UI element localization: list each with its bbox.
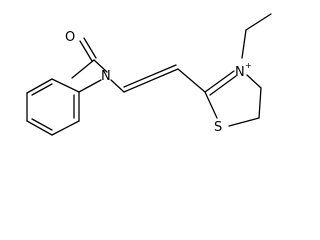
atom-sulfur: S <box>214 120 222 135</box>
atom-positive-charge: + <box>245 61 252 70</box>
bond-c5-c4 <box>258 87 262 119</box>
atom-nitrogen-amide: N <box>101 69 111 84</box>
atom-oxygen: O <box>65 30 75 45</box>
molecule-drawing: O N N + S <box>26 13 272 136</box>
bond-c4-n3 <box>246 74 262 89</box>
bond-n-vinyl <box>110 79 125 93</box>
bond-vinyl-c2 <box>177 68 206 93</box>
structure-canvas: O N N + S <box>26 13 272 136</box>
bond-vinyl-double-1 <box>123 68 179 93</box>
bond-carbonyl-c-o-1 <box>79 40 93 62</box>
bond-s-c5 <box>228 117 260 127</box>
bond-ring-4 <box>26 120 53 136</box>
bond-vinyl-double-2 <box>123 64 177 88</box>
bond-ring-1 <box>51 78 80 93</box>
bond-ring-2 <box>26 78 53 94</box>
bond-c2-s <box>204 91 218 119</box>
bond-c2-n3-double-2 <box>209 75 237 96</box>
bond-carbonyl-c-methyl <box>71 59 95 79</box>
bond-n-ethyl-1 <box>241 29 247 59</box>
bond-carbonyl-c-n <box>93 59 108 73</box>
bond-c2-n3-double-1 <box>204 70 235 93</box>
bond-ring-inner-2 <box>31 118 53 131</box>
atom-nitrogen-ring: N <box>235 65 245 80</box>
bond-ethyl-2 <box>245 13 272 31</box>
bond-ring-5 <box>51 120 80 136</box>
bond-ring-inner-1 <box>31 83 53 96</box>
bond-carbonyl-c-o-2 <box>83 37 97 59</box>
bond-n-phenyl <box>78 79 102 93</box>
